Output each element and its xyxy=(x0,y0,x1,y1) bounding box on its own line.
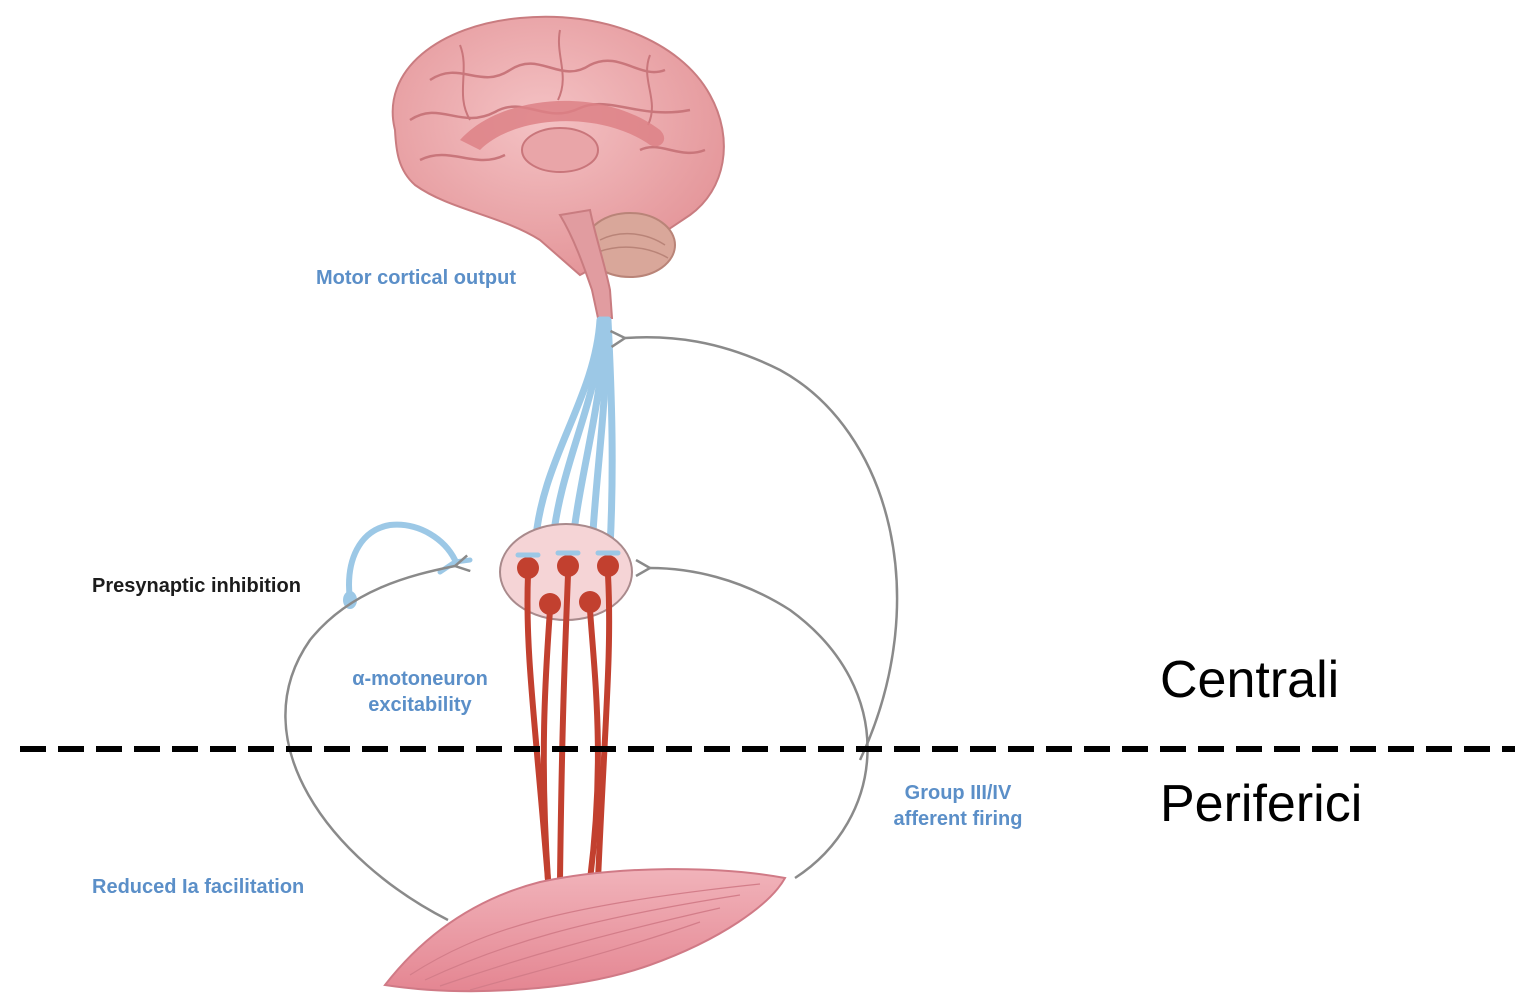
label-alpha-line2: excitability xyxy=(340,692,500,718)
label-group-afferent-firing: Group III/IV afferent firing xyxy=(878,780,1038,832)
region-peripheral-label: Periferici xyxy=(1160,774,1362,834)
label-alpha-line1: α-motoneuron xyxy=(340,666,500,692)
group-arrow-pool xyxy=(650,568,868,878)
label-presynaptic-inhibition: Presynaptic inhibition xyxy=(92,575,301,598)
label-alpha-motoneuron-excitability: α-motoneuron excitability xyxy=(340,666,500,718)
ia-arrow xyxy=(285,566,455,920)
region-central-label: Centrali xyxy=(1160,650,1339,710)
label-group-line2: afferent firing xyxy=(878,806,1038,832)
group-arrow-cortex xyxy=(625,337,897,760)
muscle-icon xyxy=(385,869,785,991)
motoneuron-pool-icon xyxy=(500,524,632,880)
descending-axons xyxy=(535,320,612,548)
label-group-line1: Group III/IV xyxy=(878,780,1038,806)
label-motor-cortical-output: Motor cortical output xyxy=(316,267,516,290)
label-reduced-ia-facilitation: Reduced Ia facilitation xyxy=(92,876,304,899)
